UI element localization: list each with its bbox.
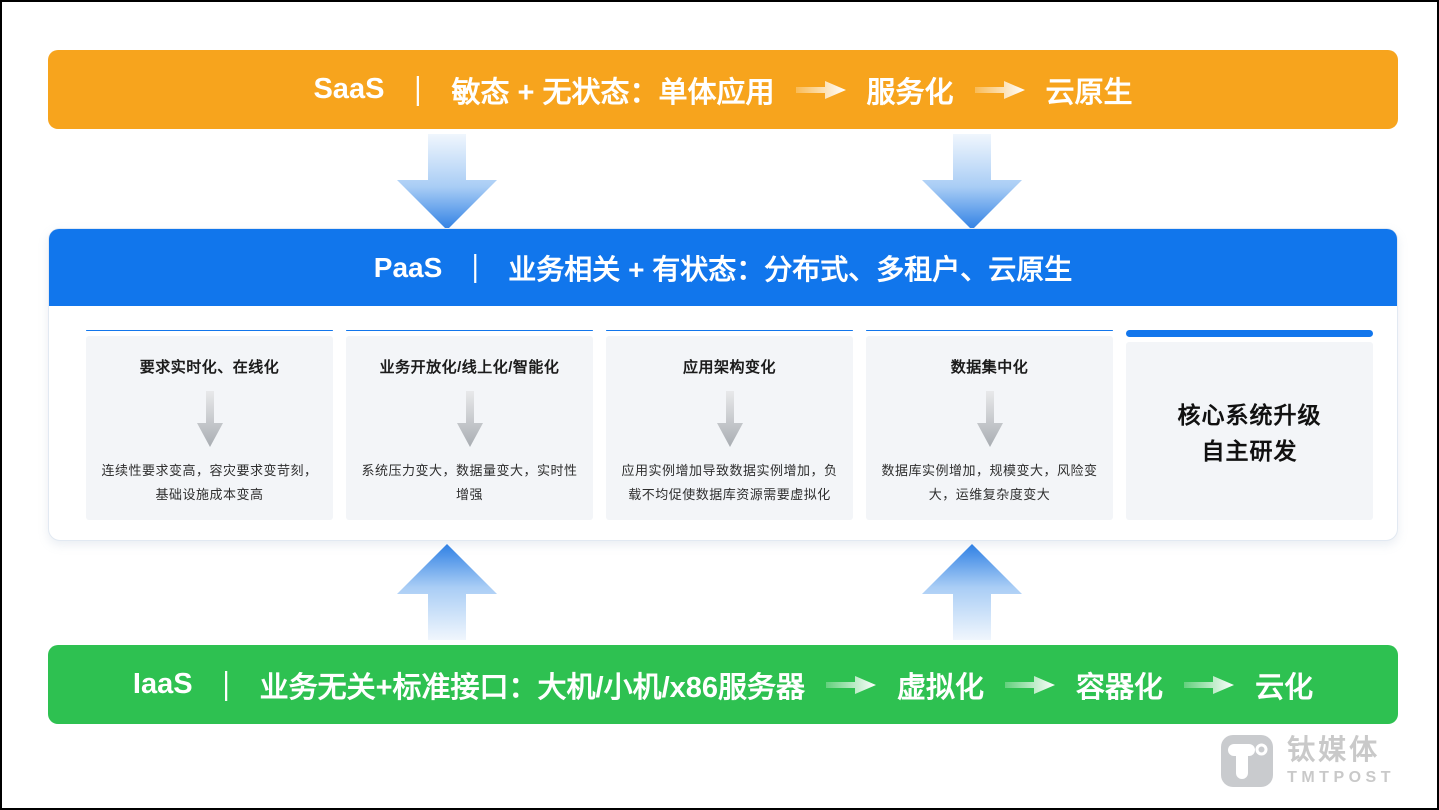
right-arrow-icon (974, 80, 1025, 99)
summary-title-line-1: 核心系统升级 (1177, 402, 1322, 429)
driver-card-openness: 业务开放化/线上化/智能化 系统压力变大，数据量变大，实时性增强 (346, 330, 593, 520)
paas-driver-cards: 要求实时化、在线化 连续性要求变高，容灾要求变苛刻，基础设施成本变高 业务开放化… (49, 306, 1397, 540)
driver-card-data-centralization: 数据集中化 数据库实例增加，规模变大，风险变大，运维复杂度变大 (866, 330, 1113, 520)
card-top-strip (606, 330, 853, 332)
iaas-step-2: 容器化 (1076, 671, 1164, 704)
logo-chinese-name: 钛媒体 (1287, 734, 1381, 766)
saas-description: 敏态 + 无状态：单体应用 (451, 76, 775, 109)
iaas-separator: ｜ (211, 671, 241, 704)
driver-card-core-system: 核心系统升级 自主研发 (1126, 330, 1373, 520)
summary-title-line-2: 自主研发 (1201, 438, 1298, 464)
right-arrow-icon (1005, 675, 1056, 694)
iaas-description: 业务无关+标准接口：大机/小机/x86服务器 (259, 671, 806, 704)
card-title: 要求实时化、在线化 (139, 359, 280, 377)
down-arrow-icon (922, 134, 1022, 230)
card-text: 连续性要求变高，容灾要求变苛刻，基础设施成本变高 (101, 463, 318, 502)
summary-card-title: 核心系统升级 自主研发 (1178, 398, 1322, 469)
up-arrow-icon (922, 544, 1022, 640)
right-arrow-icon (826, 675, 877, 694)
up-arrow-icon (397, 544, 497, 640)
tmtpost-logo: 钛媒体 TMTPOST (1220, 734, 1395, 788)
t-logo-icon (1221, 735, 1274, 787)
saas-step-1: 服务化 (866, 76, 954, 109)
card-down-arrow-icon (456, 391, 483, 448)
driver-card-realtime: 要求实时化、在线化 连续性要求变高，容灾要求变苛刻，基础设施成本变高 (86, 330, 333, 520)
card-text: 应用实例增加导致数据实例增加，负载不均促使数据库资源需要虚拟化 (621, 463, 838, 502)
card-top-strip (86, 330, 333, 332)
logo-english-name: TMTPOST (1287, 769, 1395, 787)
saas-step-2: 云原生 (1045, 76, 1133, 109)
logo-text: 钛媒体 TMTPOST (1287, 734, 1395, 787)
down-arrow-icon (397, 134, 497, 230)
card-body: 业务开放化/线上化/智能化 系统压力变大，数据量变大，实时性增强 (346, 336, 593, 520)
iaas-layer-bar: IaaS ｜ 业务无关+标准接口：大机/小机/x86服务器 虚拟化 容器化 云化 (48, 645, 1398, 724)
card-top-strip (1126, 330, 1373, 337)
right-arrow-icon (1184, 675, 1235, 694)
card-title: 数据集中化 (950, 359, 1029, 377)
card-top-strip (866, 330, 1113, 332)
paas-section: PaaS ｜ 业务相关 + 有状态：分布式、多租户、云原生 要求实时化、在线化 … (48, 228, 1398, 541)
paas-separator: ｜ (461, 253, 490, 285)
card-text: 系统压力变大，数据量变大，实时性增强 (361, 463, 578, 502)
card-down-arrow-icon (196, 391, 223, 448)
saas-label: SaaS (313, 73, 385, 105)
card-title: 应用架构变化 (682, 359, 776, 377)
card-body: 数据集中化 数据库实例增加，规模变大，风险变大，运维复杂度变大 (866, 336, 1113, 520)
card-title: 业务开放化/线上化/智能化 (379, 359, 560, 377)
iaas-step-1: 虚拟化 (897, 671, 985, 704)
card-down-arrow-icon (716, 391, 743, 448)
card-body: 要求实时化、在线化 连续性要求变高，容灾要求变苛刻，基础设施成本变高 (86, 336, 333, 520)
paas-layer-bar: PaaS ｜ 业务相关 + 有状态：分布式、多租户、云原生 (49, 229, 1397, 306)
card-text: 数据库实例增加，规模变大，风险变大，运维复杂度变大 (881, 463, 1098, 502)
driver-card-architecture: 应用架构变化 应用实例增加导致数据实例增加，负载不均促使数据库资源需要虚拟化 (606, 330, 853, 520)
iaas-label: IaaS (132, 668, 193, 700)
paas-description: 业务相关 + 有状态：分布式、多租户、云原生 (508, 253, 1073, 285)
right-arrow-icon (795, 80, 846, 99)
saas-layer-bar: SaaS ｜ 敏态 + 无状态：单体应用 服务化 云原生 (48, 50, 1398, 129)
card-body: 核心系统升级 自主研发 (1126, 342, 1373, 520)
card-down-arrow-icon (976, 391, 1003, 448)
card-top-strip (346, 330, 593, 332)
card-body: 应用架构变化 应用实例增加导致数据实例增加，负载不均促使数据库资源需要虚拟化 (606, 336, 853, 520)
iaas-step-3: 云化 (1255, 671, 1314, 704)
saas-separator: ｜ (403, 76, 433, 109)
paas-label: PaaS (373, 251, 443, 283)
